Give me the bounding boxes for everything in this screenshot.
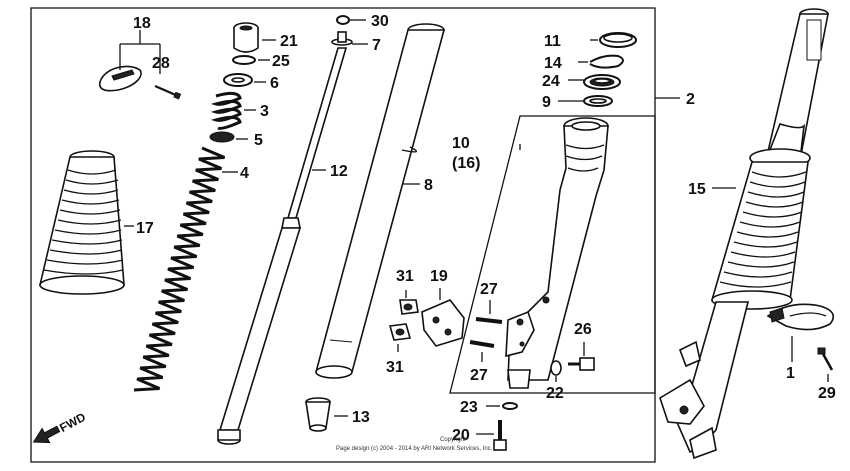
- callout-10-16: (16): [452, 155, 480, 172]
- callout-20: 20: [452, 427, 470, 444]
- bolt-part-28: [154, 84, 182, 100]
- forward-arrow-icon: [32, 425, 61, 444]
- socket-bolt-part-20: [476, 420, 507, 451]
- callout-25: 25: [272, 53, 290, 70]
- washer-part-6: [223, 73, 266, 87]
- spring-part-3: [210, 91, 256, 130]
- callout-11: 11: [544, 33, 561, 50]
- copyright-line-1: Copyright: [440, 437, 466, 443]
- nut-part-31-upper: [399, 290, 419, 315]
- callout-5: 5: [254, 132, 263, 149]
- callout-31-lower: 31: [386, 359, 404, 376]
- washer-part-9: [558, 95, 613, 107]
- oil-seal-part-24: [568, 74, 621, 90]
- callout-6: 6: [270, 75, 279, 92]
- nut-part-31-lower: [388, 323, 412, 352]
- callout-2: 2: [686, 91, 695, 108]
- callout-19: 19: [430, 268, 448, 285]
- nut-part-30: [336, 15, 366, 25]
- callout-31-upper: 31: [396, 268, 414, 285]
- callout-7: 7: [372, 37, 381, 54]
- callout-1: 1: [786, 365, 795, 382]
- callout-27-lower: 27: [470, 367, 488, 384]
- washer-part-22: [550, 360, 562, 382]
- handlebar-clamp-part-1: [766, 303, 835, 362]
- callout-28: 28: [152, 55, 170, 72]
- o-ring-part-25: [232, 55, 270, 65]
- drain-bolt-part-26: [568, 342, 595, 371]
- stud-part-27-lower: [469, 340, 495, 362]
- callout-17: 17: [136, 220, 154, 237]
- fork-spring-part-4: [133, 146, 238, 392]
- callout-13: 13: [352, 409, 370, 426]
- callout-10: 10: [452, 135, 470, 152]
- callout-3: 3: [260, 103, 269, 120]
- fork-tube-part-8: [314, 23, 446, 379]
- bolt-part-29: [817, 347, 834, 382]
- callout-4: 4: [240, 165, 249, 182]
- callout-27-upper: 27: [480, 281, 498, 298]
- fork-cap-part-18: [98, 30, 161, 92]
- copyright-line-2: Page design (c) 2004 - 2014 by ARI Netwo…: [336, 446, 493, 452]
- callout-21: 21: [280, 33, 298, 50]
- washer-part-23: [486, 402, 518, 410]
- callout-8: 8: [424, 177, 433, 194]
- callout-18: 18: [133, 15, 151, 32]
- callout-24: 24: [542, 73, 560, 90]
- slider-subframe: [449, 115, 656, 394]
- assembled-fork-part-15: [659, 8, 829, 460]
- clip-part-14: [578, 54, 624, 69]
- callout-23: 23: [460, 399, 478, 416]
- callout-9: 9: [542, 94, 551, 111]
- stud-part-27-upper: [475, 300, 503, 324]
- spring-seat-part-5: [209, 131, 248, 143]
- forward-direction-indicator: FWD: [32, 410, 88, 444]
- bushing-part-21: [233, 22, 276, 53]
- callout-26: 26: [574, 321, 592, 338]
- callout-29: 29: [818, 385, 836, 402]
- callout-15: 15: [688, 181, 706, 198]
- bushing-part-13: [305, 397, 348, 432]
- callout-12: 12: [330, 163, 348, 180]
- axle-holder-part-19: [421, 288, 465, 347]
- rod-end-part-7: [331, 31, 368, 46]
- forward-label: FWD: [57, 410, 88, 435]
- dust-seal-part-11: [590, 32, 637, 48]
- fork-slider-part-10: [505, 117, 609, 389]
- callout-22: 22: [546, 385, 564, 402]
- fork-boot-part-17: [38, 150, 134, 295]
- damper-rod-part-12: [217, 47, 348, 445]
- callout-14: 14: [544, 55, 562, 72]
- callout-30: 30: [371, 13, 389, 30]
